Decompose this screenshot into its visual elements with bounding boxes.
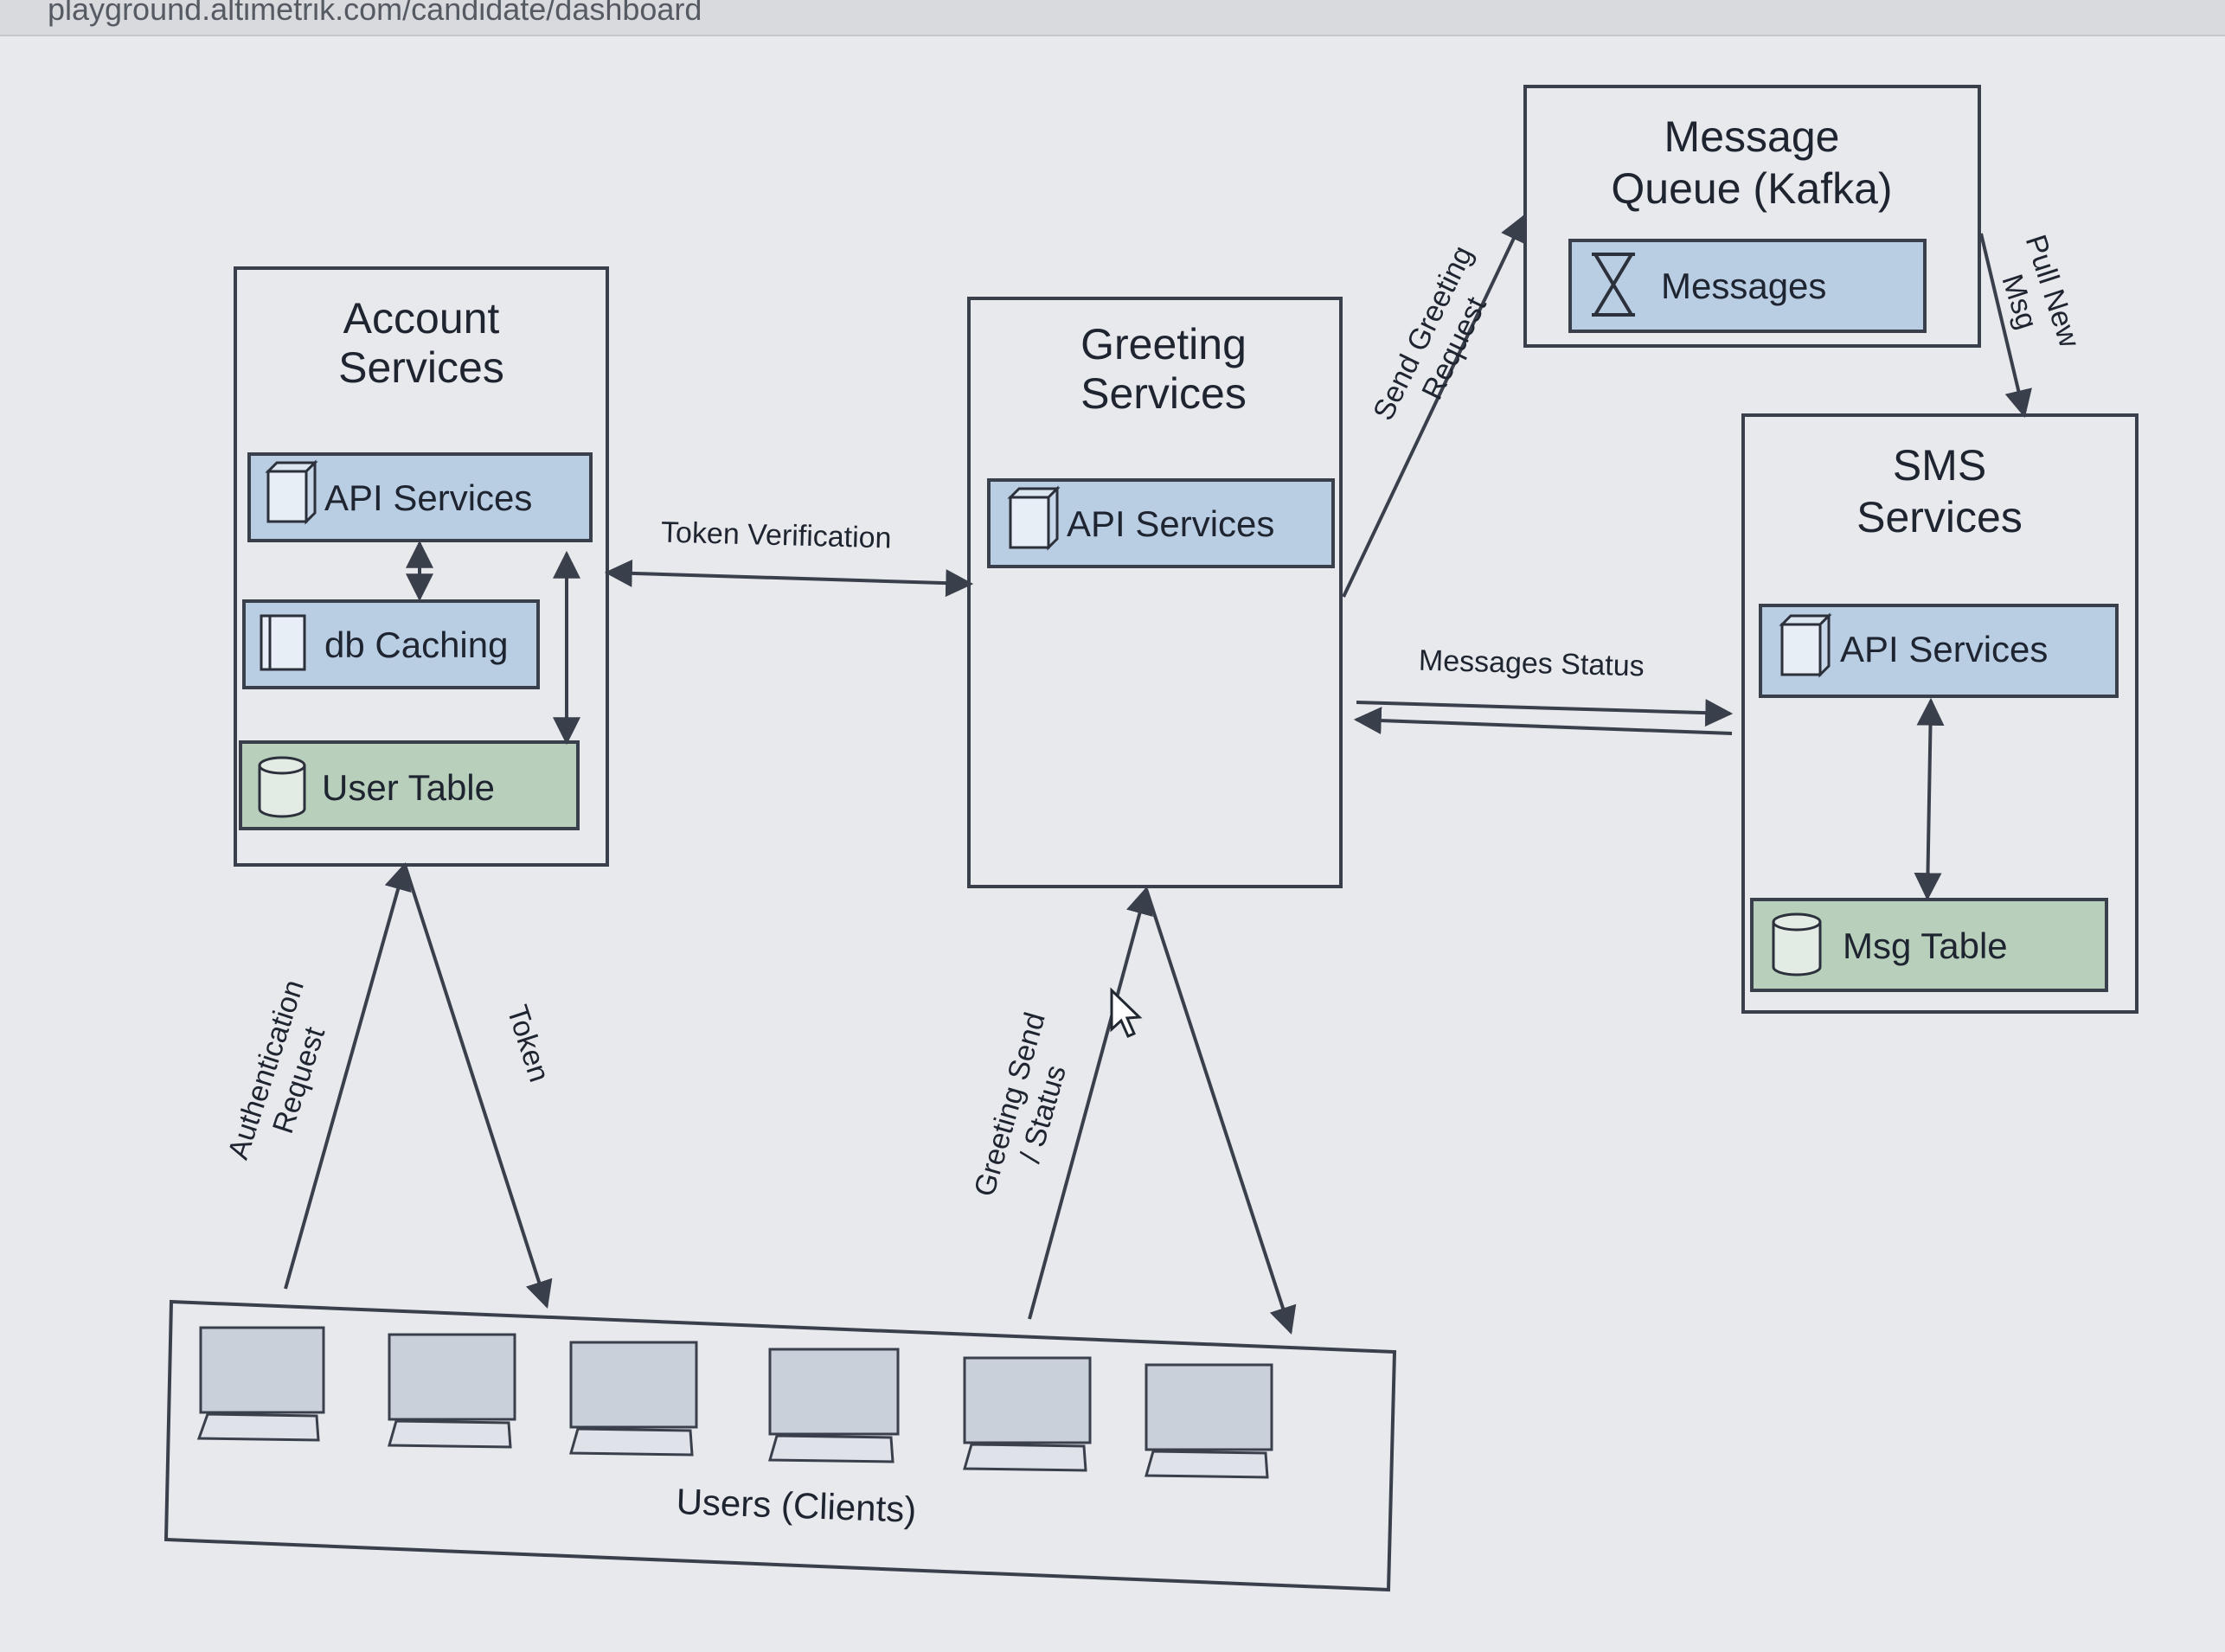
database-icon bbox=[1772, 912, 1822, 976]
greeting-api-label: API Services bbox=[1067, 503, 1274, 544]
messages-status-label: Messages Status bbox=[1418, 644, 1645, 683]
sms-api-services: API Services bbox=[1759, 604, 2119, 698]
account-services-box: Account Services API Services db Caching bbox=[234, 266, 609, 867]
account-api-label: API Services bbox=[324, 477, 532, 518]
token-verification-edge bbox=[604, 559, 974, 598]
hourglass-icon bbox=[1592, 253, 1635, 317]
cube-icon bbox=[265, 459, 318, 525]
pull-new-msg-edge bbox=[1979, 233, 2032, 419]
computer-icon bbox=[196, 1326, 325, 1442]
computer-icon bbox=[768, 1348, 900, 1463]
greeting-services-box: Greeting Services API Services bbox=[967, 297, 1343, 888]
queue-messages-label: Messages bbox=[1661, 266, 1826, 306]
cube-icon bbox=[1007, 485, 1061, 551]
queue-messages: Messages bbox=[1568, 239, 1927, 333]
greeting-title-line1: Greeting bbox=[1080, 320, 1247, 368]
message-queue-box: Message Queue (Kafka) Messages bbox=[1523, 85, 1981, 348]
computer-icon bbox=[569, 1341, 698, 1457]
token-label: Token bbox=[500, 1002, 555, 1086]
mouse-cursor-icon bbox=[1110, 987, 1143, 1038]
token-edge bbox=[403, 864, 553, 1309]
cache-icon bbox=[260, 614, 306, 671]
sms-api-label: API Services bbox=[1840, 629, 2048, 669]
account-user-table: User Table bbox=[239, 740, 580, 830]
greeting-api-services: API Services bbox=[987, 478, 1335, 568]
pull-new-msg-label: Pull New Msg bbox=[1995, 231, 2086, 352]
account-api-services: API Services bbox=[247, 452, 593, 542]
send-greeting-edge bbox=[1342, 214, 1527, 598]
sms-msg-table: Msg Table bbox=[1750, 898, 2108, 992]
token-verification-label: Token Verification bbox=[661, 516, 892, 555]
send-greeting-label: Send Greeting Request bbox=[1367, 240, 1493, 426]
computer-icon bbox=[963, 1356, 1092, 1472]
sms-title-line2: Services bbox=[1856, 493, 2023, 541]
auth-request-edge bbox=[284, 861, 412, 1290]
sms-services-box: SMS Services API Services Msg Table bbox=[1741, 413, 2138, 1014]
computer-icon bbox=[388, 1333, 516, 1449]
messages-status-edge-out bbox=[1356, 699, 1734, 727]
queue-title-line1: Message bbox=[1664, 112, 1840, 161]
greeting-status-edge bbox=[1145, 888, 1297, 1335]
account-cache-label: db Caching bbox=[324, 624, 508, 665]
users-label: Users (Clients) bbox=[676, 1481, 917, 1530]
users-clients-box: Users (Clients) bbox=[164, 1299, 1397, 1592]
greeting-send-edge bbox=[1028, 886, 1153, 1320]
sms-title-line1: SMS bbox=[1893, 441, 1986, 490]
account-title-line1: Account bbox=[343, 294, 500, 343]
cube-icon bbox=[1779, 612, 1832, 678]
account-title-line2: Services bbox=[338, 343, 504, 392]
computer-icon bbox=[1145, 1363, 1273, 1479]
queue-title-line2: Queue (Kafka) bbox=[1611, 164, 1892, 213]
sms-api-table-link bbox=[1914, 697, 1945, 901]
browser-address-bar[interactable]: playground.altimetrik.com/candidate/dash… bbox=[0, 0, 2225, 36]
url-text: playground.altimetrik.com/candidate/dash… bbox=[48, 0, 702, 27]
greeting-title-line2: Services bbox=[1080, 369, 1247, 418]
account-table-label: User Table bbox=[322, 767, 495, 808]
sms-table-label: Msg Table bbox=[1843, 925, 2008, 966]
account-db-caching: db Caching bbox=[242, 599, 540, 689]
messages-status-edge-in bbox=[1353, 707, 1733, 735]
database-icon bbox=[258, 756, 306, 818]
